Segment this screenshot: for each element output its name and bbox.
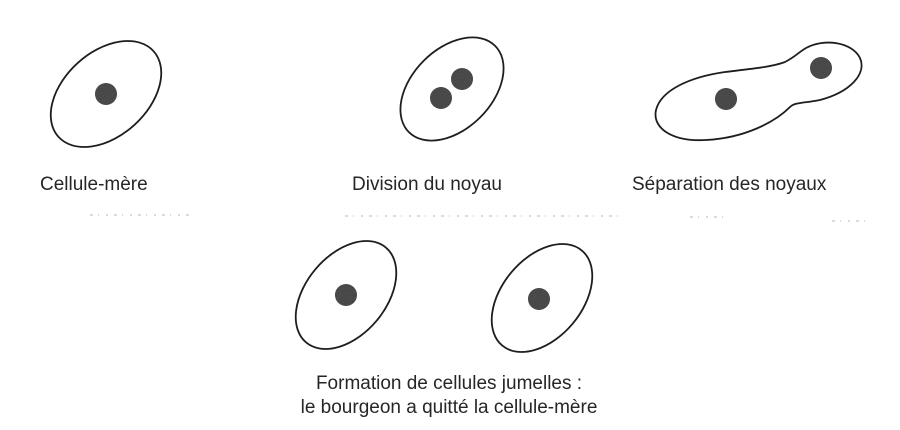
- budding-cell: [655, 43, 861, 141]
- nucleus-division-label: Division du noyau: [352, 174, 502, 195]
- dividing-cell-membrane: [381, 18, 524, 161]
- mother-cell-nucleus: [95, 83, 117, 105]
- nuclei-separation-label: Séparation des noyaux: [632, 174, 827, 195]
- mother-nucleus: [715, 88, 737, 110]
- twin-formation-label-line2: le bourgeon a quitté la cellule-mère: [301, 397, 598, 418]
- dividing-cell: [381, 18, 524, 161]
- scan-artifacts: [90, 215, 866, 221]
- twin-formation-label-line1: Formation de cellules jumelles :: [316, 373, 582, 394]
- twin-cell-left: [276, 222, 417, 368]
- budding-cell-membrane: [655, 43, 861, 141]
- dividing-nucleus-upper: [451, 68, 473, 90]
- twin-cell-left-nucleus: [335, 284, 357, 306]
- bud-nucleus: [810, 57, 832, 79]
- twin-cell-right-nucleus: [528, 288, 550, 310]
- twin-cell-right: [472, 225, 613, 371]
- mother-cell: [30, 20, 181, 168]
- dividing-nucleus-lower: [430, 87, 452, 109]
- mother-cell-label: Cellule-mère: [40, 174, 148, 195]
